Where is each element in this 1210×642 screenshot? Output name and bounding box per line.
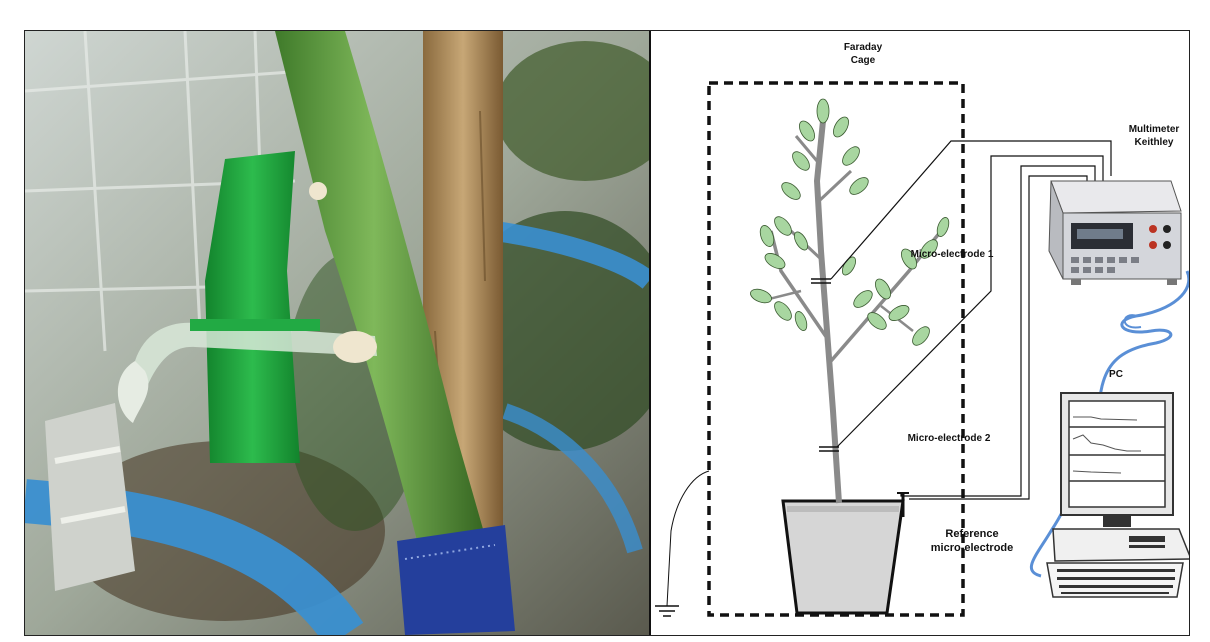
pc-label: PC	[1101, 369, 1131, 380]
figure: Faraday Cage Multimeter Keithley Micro-e…	[24, 30, 1190, 636]
plant-pot	[783, 501, 903, 613]
reference-electrode-label: Reference micro-electrode	[913, 527, 1031, 555]
ground-symbol-icon	[655, 471, 709, 616]
micro-electrode-1-label: Micro-electrode 1	[896, 249, 1008, 260]
multimeter-label: Multimeter Keithley	[1119, 123, 1189, 149]
micro-electrode-2-label: Micro-electrode 2	[893, 433, 1005, 444]
multimeter-device-icon	[1049, 181, 1181, 285]
desktop-computer-icon	[1047, 393, 1189, 597]
faraday-cage-label: Faraday Cage	[833, 41, 893, 67]
diagram-panel: Faraday Cage Multimeter Keithley Micro-e…	[651, 31, 1189, 635]
photo-panel	[25, 31, 651, 635]
greenhouse-photo	[25, 31, 649, 635]
